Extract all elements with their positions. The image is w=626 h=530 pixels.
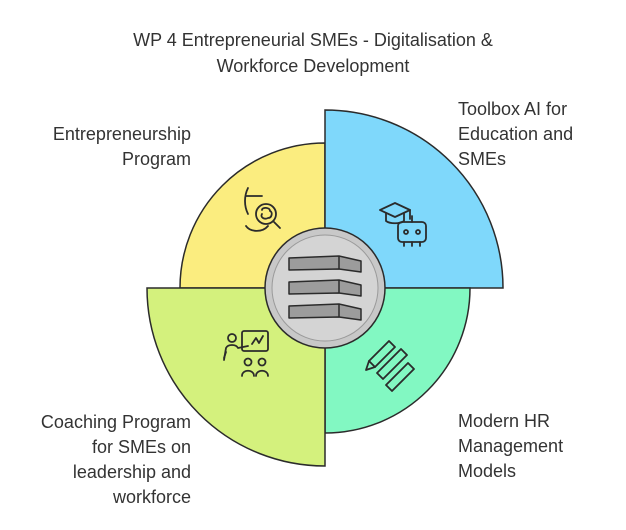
label-toolbox-line-2: Education and	[458, 124, 574, 144]
label-coaching-line-4: workforce	[112, 487, 191, 507]
segment-coaching	[146, 287, 326, 467]
label-hr-line-2: Management	[458, 436, 564, 456]
pencils-icon	[365, 340, 415, 392]
label-coaching-line-2: for SMEs on	[91, 437, 191, 457]
label-coaching-line-1: Coaching Program	[40, 412, 191, 432]
label-entrepreneurship-line-2: Program	[121, 149, 191, 169]
label-toolbox: Toolbox AI for Education and SMEs	[458, 97, 573, 172]
label-coaching-line-3: leadership and	[72, 462, 191, 482]
diagram-title: WP 4 Entrepreneurial SMEs - Digitalisati…	[0, 27, 626, 79]
segment-toolbox	[324, 109, 504, 289]
title-line-2: Workforce Development	[216, 56, 410, 76]
presenter-group-icon	[223, 330, 269, 377]
magnifier-brain-icon	[244, 187, 281, 232]
stacked-layers-icon	[288, 255, 362, 321]
label-hr-line-1: Modern HR	[458, 411, 551, 431]
label-toolbox-line-3: SMEs	[458, 149, 507, 169]
label-toolbox-line-1: Toolbox AI for	[458, 99, 568, 119]
graduation-robot-icon	[379, 202, 427, 247]
label-coaching: Coaching Program for SMEs on leadership …	[41, 410, 191, 510]
label-hr: Modern HR Management Models	[458, 409, 563, 484]
label-entrepreneurship: Entrepreneurship Program	[53, 122, 191, 172]
label-entrepreneurship-line-1: Entrepreneurship	[52, 124, 191, 144]
title-line-1: WP 4 Entrepreneurial SMEs - Digitalisati…	[133, 30, 493, 50]
label-hr-line-3: Models	[458, 461, 517, 481]
